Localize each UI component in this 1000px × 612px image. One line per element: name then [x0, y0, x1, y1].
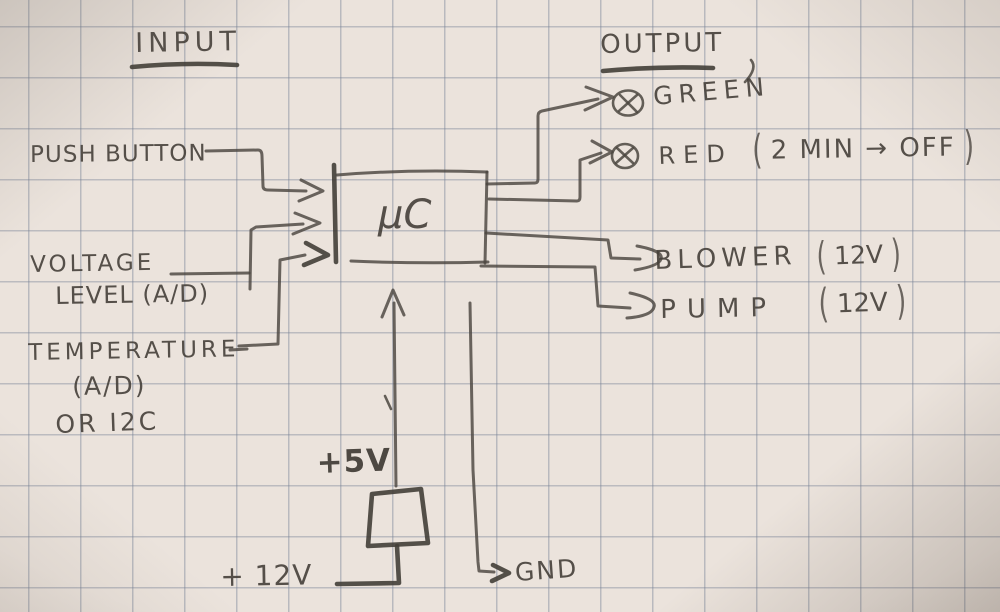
blower-rating: ( 12V )	[816, 231, 902, 279]
mcu-box	[331, 162, 490, 265]
arrowhead	[380, 288, 406, 319]
input-heading: INPUT	[135, 26, 242, 59]
red-led-icon	[610, 142, 640, 170]
pump-rating-text: 12V	[836, 287, 889, 320]
pump-wire	[479, 264, 656, 320]
12v-supply-label: + 12V	[220, 558, 313, 593]
5v-supply-wire	[380, 288, 406, 488]
voltage-level-label-line2: LEVEL (A/D)	[55, 279, 210, 310]
paren-open: (	[815, 233, 828, 279]
red-led-note-text: 2 MIN → OFF	[770, 132, 956, 166]
output-underline	[600, 65, 716, 74]
blower-rating-text: 12V	[833, 239, 884, 271]
arrowhead	[625, 291, 656, 320]
temperature-label-line3: OR I2C	[55, 406, 160, 439]
red-led-wire	[487, 139, 614, 203]
mcu-label: µC	[378, 192, 432, 238]
regulator-box	[365, 486, 431, 549]
blower-wire	[484, 231, 663, 272]
paren-open: (	[751, 127, 763, 175]
green-led-icon	[611, 89, 645, 117]
arrowhead	[633, 244, 663, 272]
stray-tick	[383, 394, 393, 411]
arrowhead	[583, 85, 615, 112]
green-led-wire	[485, 85, 615, 186]
pump-rating: ( 12V )	[818, 279, 907, 329]
voltage-wire	[169, 211, 322, 291]
push-button-wire	[204, 148, 325, 203]
push-button-label: PUSH BUTTON	[30, 140, 207, 168]
arrowhead	[297, 178, 325, 203]
blower-label: BLOWER	[654, 241, 798, 276]
paren-close: )	[890, 231, 902, 277]
paren-close: )	[895, 278, 908, 326]
gnd-label: GND	[514, 553, 580, 587]
temperature-label-line1: TEMPERATURE	[28, 336, 240, 366]
5v-supply-label: +5V	[316, 442, 392, 481]
temperature-label-line2: (A/D)	[72, 370, 147, 401]
green-label-flourish	[743, 58, 755, 84]
paren-open: (	[817, 281, 830, 329]
red-led-note: ( 2 MIN → OFF )	[752, 124, 975, 174]
output-heading: OUTPUT	[600, 27, 725, 60]
paren-close: )	[963, 123, 975, 171]
red-led-label: RED	[658, 139, 734, 170]
pump-label: PUMP	[660, 292, 778, 325]
temperature-wire	[228, 240, 331, 352]
arrowhead	[489, 562, 512, 584]
gnd-wire	[468, 301, 512, 584]
arrowhead	[301, 240, 331, 268]
arrowhead	[291, 211, 322, 236]
12v-supply-wire	[334, 543, 402, 587]
input-underline	[129, 61, 240, 70]
voltage-level-label-line1: VOLTAGE	[30, 249, 155, 278]
